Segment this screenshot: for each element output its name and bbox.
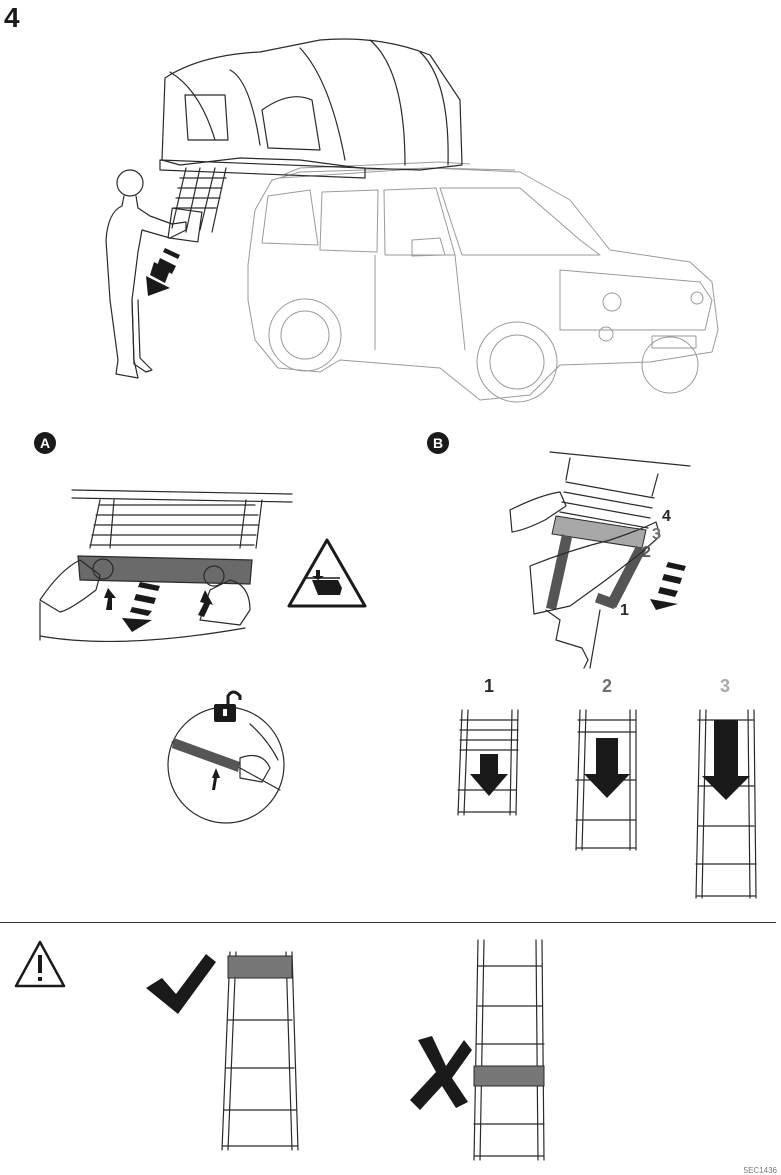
x-mark-icon [410,1036,472,1110]
ladder-extended [167,167,227,243]
strap-label-3: 3 [652,526,661,543]
checkmark-icon [146,954,216,1014]
down-arrow-main [146,248,180,296]
incorrect-ladder [473,939,545,1161]
padlock-open-icon [214,690,242,722]
strap-label-2: 2 [642,544,651,561]
sequence-ladder-2 [575,709,637,851]
sequence-ladder-1 [457,709,519,816]
sequence-label-3: 3 [720,676,731,696]
unlock-detail-circle [167,706,285,824]
rooftop-tent [159,38,463,179]
ladder-strap-close-up [509,451,691,669]
strap-label-1: 1 [620,602,629,619]
down-arrow-b [650,562,686,610]
sequence-label-1: 1 [484,676,495,696]
panel-a-badge: A [34,432,56,454]
strap-label-4: 4 [662,508,671,525]
panel-b-badge: B [427,432,449,454]
ladder-close-up [39,489,293,643]
correct-ladder [221,951,299,1151]
warning-triangle-icon [14,940,66,988]
pinch-warning-triangle [287,538,367,608]
document-code: 5EC1436 [743,1166,777,1175]
person-figure [105,169,187,379]
down-arrow-a [122,582,160,632]
sequence-label-2: 2 [602,676,613,696]
sequence-ladder-3 [695,709,757,899]
car-illustration [247,161,719,403]
section-divider [0,922,776,923]
up-arrows-release [104,588,213,617]
step-number: 4 [4,2,20,33]
main-illustration [105,38,719,403]
